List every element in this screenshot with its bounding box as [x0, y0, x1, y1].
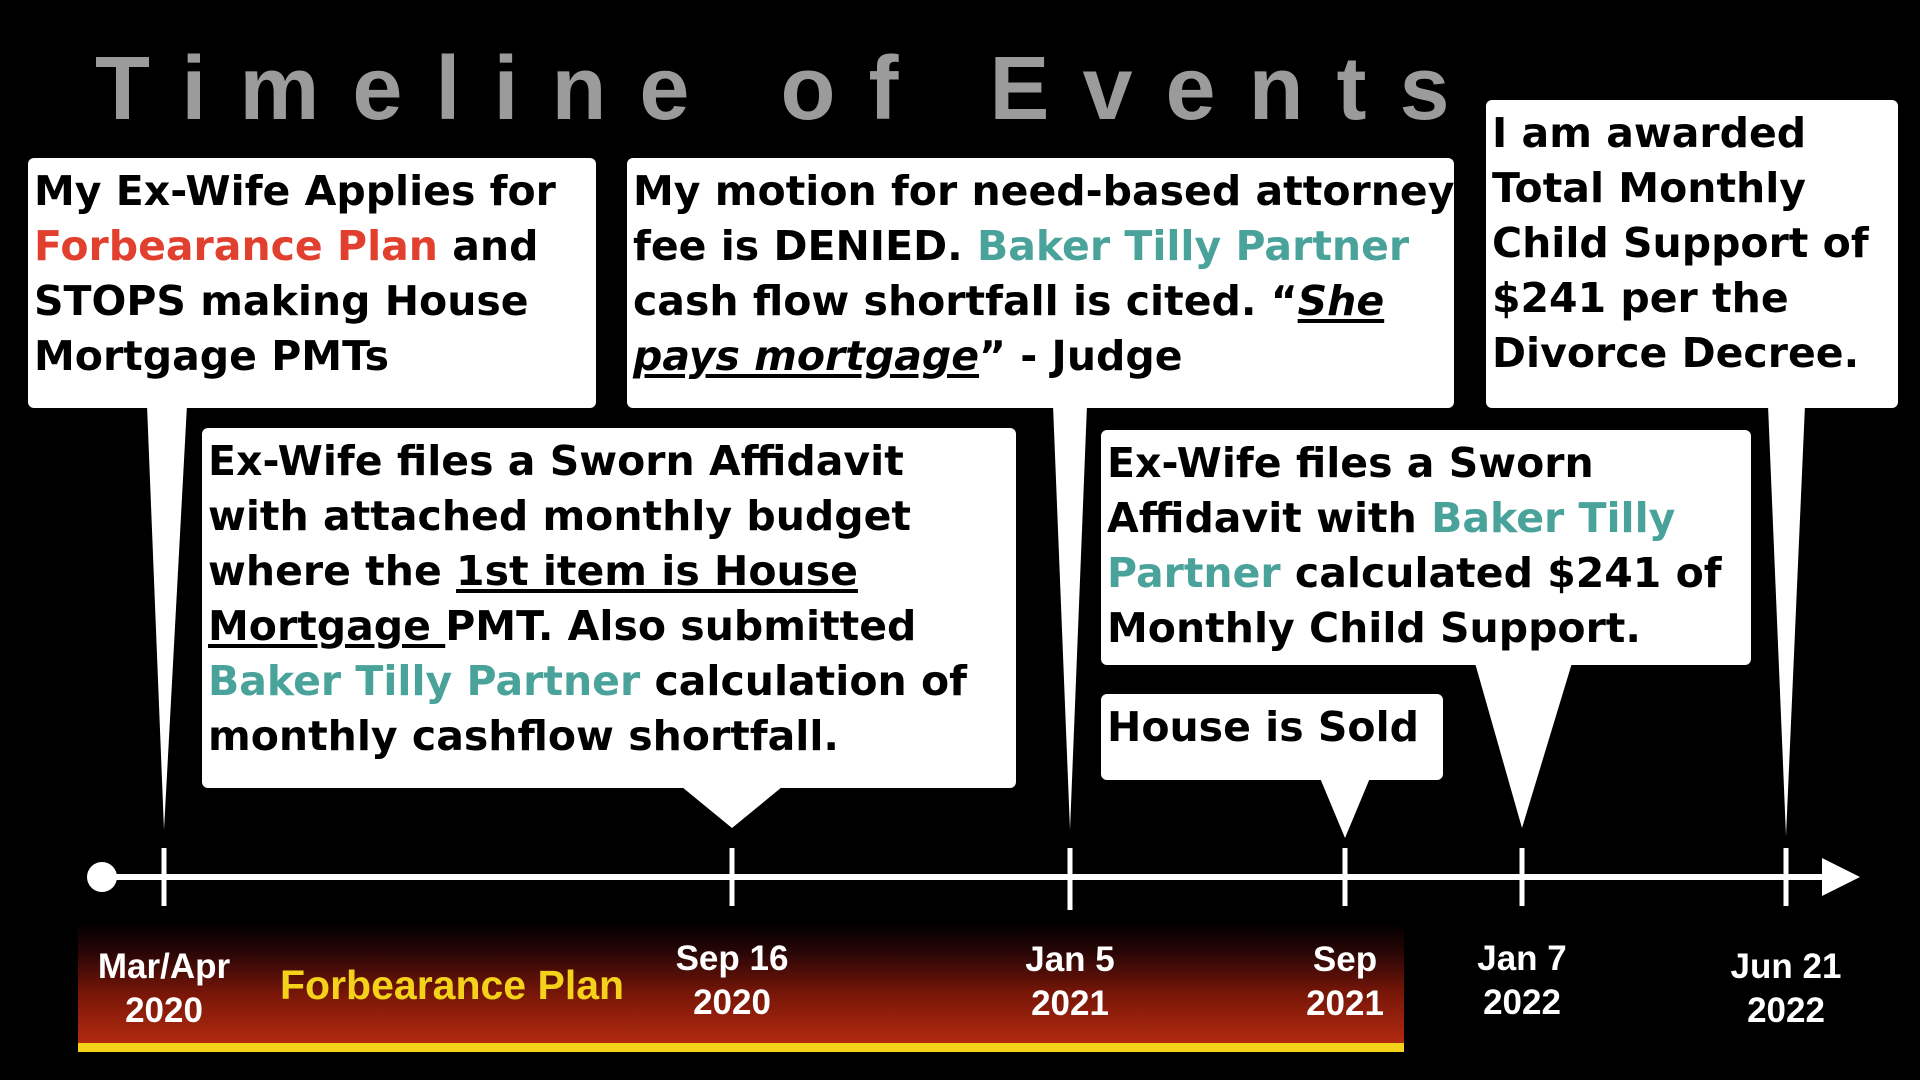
- date-label-jan-5-2021: Jan 5 2021: [970, 938, 1170, 1026]
- forbearance-band-label: Forbearance Plan: [280, 962, 625, 1008]
- date-line: 2022: [1483, 983, 1561, 1022]
- judge-quote: She: [1297, 277, 1385, 325]
- date-line: 2021: [1031, 984, 1109, 1023]
- event-text: cash flow shortfall is cited. “: [633, 277, 1298, 325]
- forbearance-band-underline: [78, 1043, 1404, 1052]
- underlined-text: Mortgage: [208, 602, 446, 650]
- event-text: and: [437, 222, 539, 270]
- forbearance-period-band: [78, 923, 1404, 1043]
- pointer-forbearance: [147, 405, 187, 830]
- event-text: fee is DENIED.: [633, 222, 977, 270]
- event-text: House is Sold: [1107, 703, 1419, 751]
- date-label-sep-16-2020: Sep 16 2020: [632, 937, 832, 1025]
- event-box-child-support-awarded: I am awarded Total Monthly Child Support…: [1486, 100, 1898, 408]
- event-text: Monthly Child Support.: [1107, 604, 1641, 652]
- highlight-baker-tilly: Baker Tilly: [1431, 494, 1676, 542]
- date-line: Jan 7: [1477, 939, 1567, 978]
- highlight-baker-tilly: Baker Tilly Partner: [976, 222, 1410, 270]
- event-text: with attached monthly budget: [208, 492, 912, 540]
- event-text: Mortgage PMTs: [34, 332, 390, 380]
- date-line: 2021: [1306, 984, 1384, 1023]
- highlight-forbearance-plan: Forbearance Plan: [34, 222, 438, 270]
- event-text: Total Monthly: [1492, 164, 1807, 212]
- timeline-start-dot: [87, 862, 117, 892]
- pointer-awarded: [1768, 405, 1805, 836]
- event-text: calculated $241 of: [1280, 549, 1722, 597]
- highlight-baker-tilly: Baker Tilly Partner: [208, 657, 641, 705]
- event-box-sworn-affidavit-child-support: Ex-Wife files a Sworn Affidavit with Bak…: [1101, 430, 1751, 665]
- event-text: $241 per the: [1492, 274, 1789, 322]
- event-text: Ex-Wife files a Sworn Affidavit: [208, 437, 904, 485]
- date-label-jun-21-2022: Jun 21 2022: [1686, 945, 1886, 1033]
- event-text: Divorce Decree.: [1492, 329, 1860, 377]
- date-label-sep-2021: Sep 2021: [1245, 938, 1445, 1026]
- event-text: PMT. Also submitted: [445, 602, 917, 650]
- event-box-forbearance-application: My Ex-Wife Applies for Forbearance Plan …: [28, 158, 596, 408]
- date-line: 2020: [693, 983, 771, 1022]
- pointer-house-sold: [1320, 778, 1370, 838]
- highlight-baker-tilly: Partner: [1107, 549, 1281, 597]
- event-text: I am awarded: [1492, 109, 1807, 157]
- date-line: 2022: [1747, 991, 1825, 1030]
- event-text: Affidavit with: [1107, 494, 1432, 542]
- event-text: My motion for need-based attorney: [633, 167, 1455, 215]
- date-line: Jun 21: [1730, 947, 1842, 986]
- event-text: calculation of: [640, 657, 967, 705]
- event-text: STOPS making House: [34, 277, 529, 325]
- event-text: where the: [208, 547, 457, 595]
- date-label-mar-apr-2020: Mar/Apr 2020: [64, 945, 264, 1033]
- date-line: Mar/Apr: [97, 947, 231, 986]
- date-line: Sep 16: [675, 939, 789, 978]
- pointer-affidavit1: [682, 787, 782, 828]
- underlined-text: 1st item is House: [456, 547, 858, 595]
- judge-quote: pays mortgage: [633, 332, 980, 380]
- event-text: Ex-Wife files a Sworn: [1107, 439, 1594, 487]
- date-line: Sep: [1312, 940, 1378, 979]
- date-label-jan-7-2022: Jan 7 2022: [1422, 937, 1622, 1025]
- pointer-affidavit2: [1475, 663, 1572, 828]
- page-title: Timeline of Events: [95, 39, 1483, 139]
- event-box-sworn-affidavit-budget: Ex-Wife files a Sworn Affidavit with att…: [202, 428, 1016, 788]
- event-box-house-sold: House is Sold: [1101, 694, 1443, 780]
- date-line: Jan 5: [1025, 940, 1115, 979]
- event-text: ” - Judge: [979, 332, 1183, 380]
- event-text: Child Support of: [1492, 219, 1869, 267]
- date-line: 2020: [125, 991, 203, 1030]
- event-text: My Ex-Wife Applies for: [34, 167, 556, 215]
- event-box-motion-denied: My motion for need-based attorney fee is…: [627, 158, 1454, 408]
- event-text: monthly cashflow shortfall.: [208, 712, 839, 760]
- timeline-arrowhead: [1822, 858, 1860, 896]
- pointer-motion: [1053, 405, 1087, 830]
